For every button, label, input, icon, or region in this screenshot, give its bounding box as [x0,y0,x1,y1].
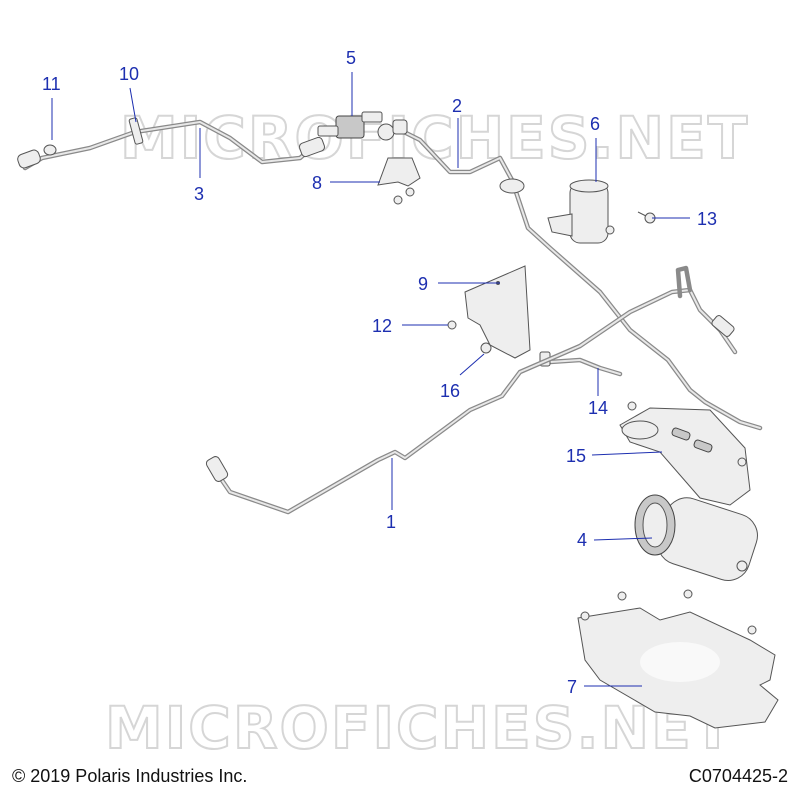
callout-labels: 11 10 3 5 2 6 8 9 12 16 14 13 1 15 4 7 [42,48,717,697]
part-5-valve [317,111,395,141]
callout-2: 2 [452,96,462,116]
callout-4: 4 [577,530,587,550]
callout-6: 6 [590,114,600,134]
part-3-tube [17,119,326,171]
part-15-bracket [619,401,751,506]
part-4-canister [634,494,758,581]
callout-13: 13 [697,209,717,229]
part-13-screw [637,211,656,224]
copyright-text: © 2019 Polaris Industries Inc. [12,766,248,786]
part-10-clamp [128,117,144,145]
callout-8: 8 [312,173,322,193]
callout-3: 3 [194,184,204,204]
callout-16: 16 [440,381,460,401]
watermark-bottom: MICROFICHES.NET [105,694,734,762]
part-2-tube [392,119,763,431]
part-12-bolt [447,320,457,330]
callout-12: 12 [372,316,392,336]
part-6-canister [547,179,615,244]
callout-14: 14 [588,398,608,418]
part-14-hose [539,351,623,377]
callout-5: 5 [346,48,356,68]
callout-15: 15 [566,446,586,466]
watermark-top: MICROFICHES.NET [120,104,749,172]
part-7-plate [577,589,779,729]
callout-9: 9 [418,274,428,294]
callout-11: 11 [42,74,61,94]
part-8-bracket [377,157,421,205]
part-1-tube [205,265,738,515]
callout-1: 1 [386,512,396,532]
callout-10: 10 [119,64,139,84]
callout-7: 7 [567,677,577,697]
diagram-code: C0704425-2 [688,766,788,786]
part-11-cap [43,144,57,156]
callout-leaders [51,72,690,687]
part-9-plate [464,265,531,359]
part-16-spacer [480,342,492,354]
